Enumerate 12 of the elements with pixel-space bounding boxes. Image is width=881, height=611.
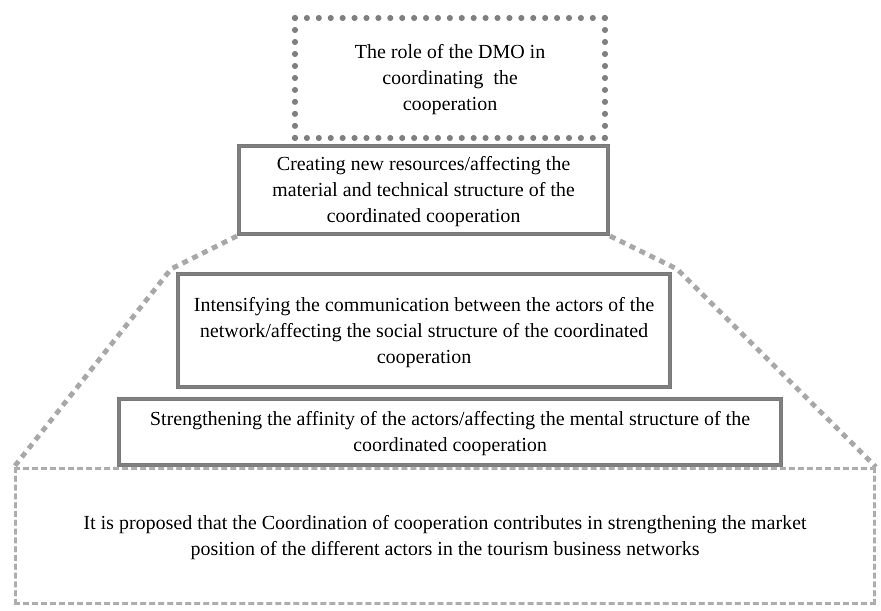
dashed-box [14,467,876,605]
box-text: Intensifying the communication between the actors of the network/affecting the social structure of the coordinated cooperation [192,292,656,370]
text-box [237,144,610,236]
dashed-line [608,234,878,469]
text-box [117,397,783,467]
dotted-box [292,15,608,141]
box-text: The role of the DMO in coordinating the cooperation [354,40,546,117]
box-text: It is proposed that the Coordination of cooperation contributes in strengthening the market position of the different actors in the tourism business networks [82,511,808,562]
dashed-line [12,234,238,469]
box-text: Creating new resources/affecting the material and technical structure of the coordinated cooperation [271,152,576,229]
text-box [176,272,672,389]
box-text: Strengthening the affinity of the actors/affecting the mental structure of the coordinated cooperation [148,407,752,458]
